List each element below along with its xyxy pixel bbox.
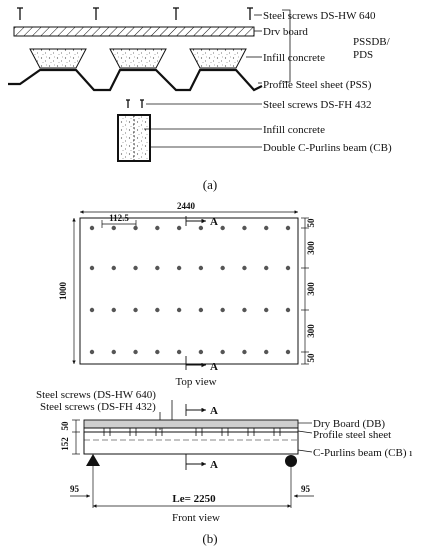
svg-text:A: A <box>210 216 218 228</box>
label-screws-fh: Steel screws (DS-FH 432) <box>40 401 156 413</box>
section-marker-front-top: A <box>185 404 218 417</box>
svg-text:A: A <box>210 405 218 417</box>
section-marker-top: A <box>185 216 218 228</box>
dim-height: 1000 <box>58 282 68 301</box>
screw-dot <box>176 225 182 231</box>
screw-dot <box>89 225 95 231</box>
dim-width: 2440 <box>177 201 196 211</box>
front-view-title: Front view <box>172 512 220 524</box>
front-view: Steel screws (DS-HW 640) Steel screws (D… <box>36 389 412 524</box>
screw-dot <box>198 225 204 231</box>
caption-b: (b) <box>202 531 217 546</box>
screw-dot <box>155 225 160 231</box>
label-steel-screws-bottom: Steel screws DS-FH 432 <box>263 99 371 111</box>
profile-steel-sheet <box>8 68 263 92</box>
panel-outline <box>79 217 299 365</box>
left-support-icon <box>86 454 100 466</box>
screw-dot <box>242 349 247 355</box>
screw-dot <box>133 307 138 313</box>
label-infill-concrete: Infill concrete <box>263 52 325 64</box>
double-c-purlins-beam <box>117 114 151 162</box>
bottom-screws <box>126 99 144 108</box>
screw-dot <box>111 307 116 313</box>
screw-dot <box>111 349 116 355</box>
span-label: Le= 2250 <box>172 493 216 505</box>
dry-board-layer <box>13 26 255 37</box>
screw-dot <box>242 307 247 313</box>
screw-dot <box>242 225 247 231</box>
top-view-title: Top view <box>175 376 216 388</box>
label-dry-board: Drv board <box>263 26 308 38</box>
screw-dot <box>285 265 291 271</box>
dim-right-0: 50 <box>306 218 316 228</box>
dim-right-2: 300 <box>306 282 316 296</box>
label-steel-screws-top: Steel screws DS-HW 640 <box>263 10 376 22</box>
screw-dot <box>198 265 204 271</box>
label-double-purlins: Double C-Purlins beam (CB) <box>263 142 392 154</box>
screw-dot <box>220 349 225 355</box>
screw-dot <box>285 307 291 313</box>
screw-dot <box>220 307 225 313</box>
screw-dot <box>155 265 160 271</box>
screw-dot <box>264 225 269 231</box>
infill-concrete-blocks <box>29 48 247 69</box>
label-front-profile-sheet: Profile steel sheet <box>313 429 391 441</box>
screw-dot <box>155 349 160 355</box>
screw-dot <box>111 225 116 231</box>
screw-dot <box>89 265 95 271</box>
screw-dot <box>242 265 247 271</box>
screw-dot <box>155 307 160 313</box>
dim-right-3: 300 <box>306 324 316 338</box>
screw-dot <box>264 265 269 271</box>
pssdb-bracket <box>282 9 291 83</box>
label-front-dry-board: Dry Board (DB) <box>313 418 385 430</box>
dim-front-50: 50 <box>60 421 70 431</box>
label-screws-hw: Steel screws (DS-HW 640) <box>36 389 156 401</box>
screw-dot <box>220 265 225 271</box>
dim-right-1: 300 <box>306 241 316 255</box>
screw-dot <box>111 265 116 271</box>
section-marker-front-bottom: A <box>185 454 218 471</box>
screw-dot <box>176 349 182 355</box>
top-screws <box>17 7 253 20</box>
label-profile-sheet: Profile Steel sheet (PSS) <box>263 79 372 91</box>
front-profile-sheet <box>83 427 299 433</box>
label-infill-concrete-beam: Infill concrete <box>263 124 325 136</box>
screw-dot <box>89 349 95 355</box>
dim-front-152: 152 <box>60 437 70 451</box>
screw-dot <box>285 349 291 355</box>
screw-dot <box>133 349 138 355</box>
screw-dot <box>176 265 182 271</box>
screw-dot <box>176 307 182 313</box>
label-pssdb: PSSDB/ <box>353 36 391 48</box>
dim-right-4: 50 <box>306 353 316 363</box>
dim-support-left: 95 <box>70 484 80 494</box>
screw-dot <box>220 225 225 231</box>
screw-dot <box>89 307 95 313</box>
screw-dot <box>285 225 291 231</box>
svg-text:A: A <box>210 459 218 471</box>
screw-dot <box>133 225 138 231</box>
right-support-icon <box>285 455 297 467</box>
front-dry-board <box>83 419 299 429</box>
screw-grid <box>89 225 291 355</box>
top-view: 2440 112.5 1000 50 300 300 300 50 A <box>58 201 316 388</box>
svg-text:A: A <box>210 361 218 373</box>
front-screws <box>103 428 281 436</box>
label-pds: PDS <box>353 49 373 61</box>
part-a: Steel screws DS-HW 640 Drv board Infill … <box>8 7 392 192</box>
screw-dot <box>264 349 269 355</box>
front-purlins-beam <box>83 431 299 455</box>
screw-dot <box>198 349 204 355</box>
label-front-purlins: C-Purlins beam (CB) ı <box>313 447 412 459</box>
section-marker-bottom: A <box>185 356 218 373</box>
dim-support-right: 95 <box>301 484 311 494</box>
screw-dot <box>133 265 138 271</box>
screw-dot <box>264 307 269 313</box>
caption-a: (a) <box>203 177 217 192</box>
screw-dot <box>198 307 204 313</box>
